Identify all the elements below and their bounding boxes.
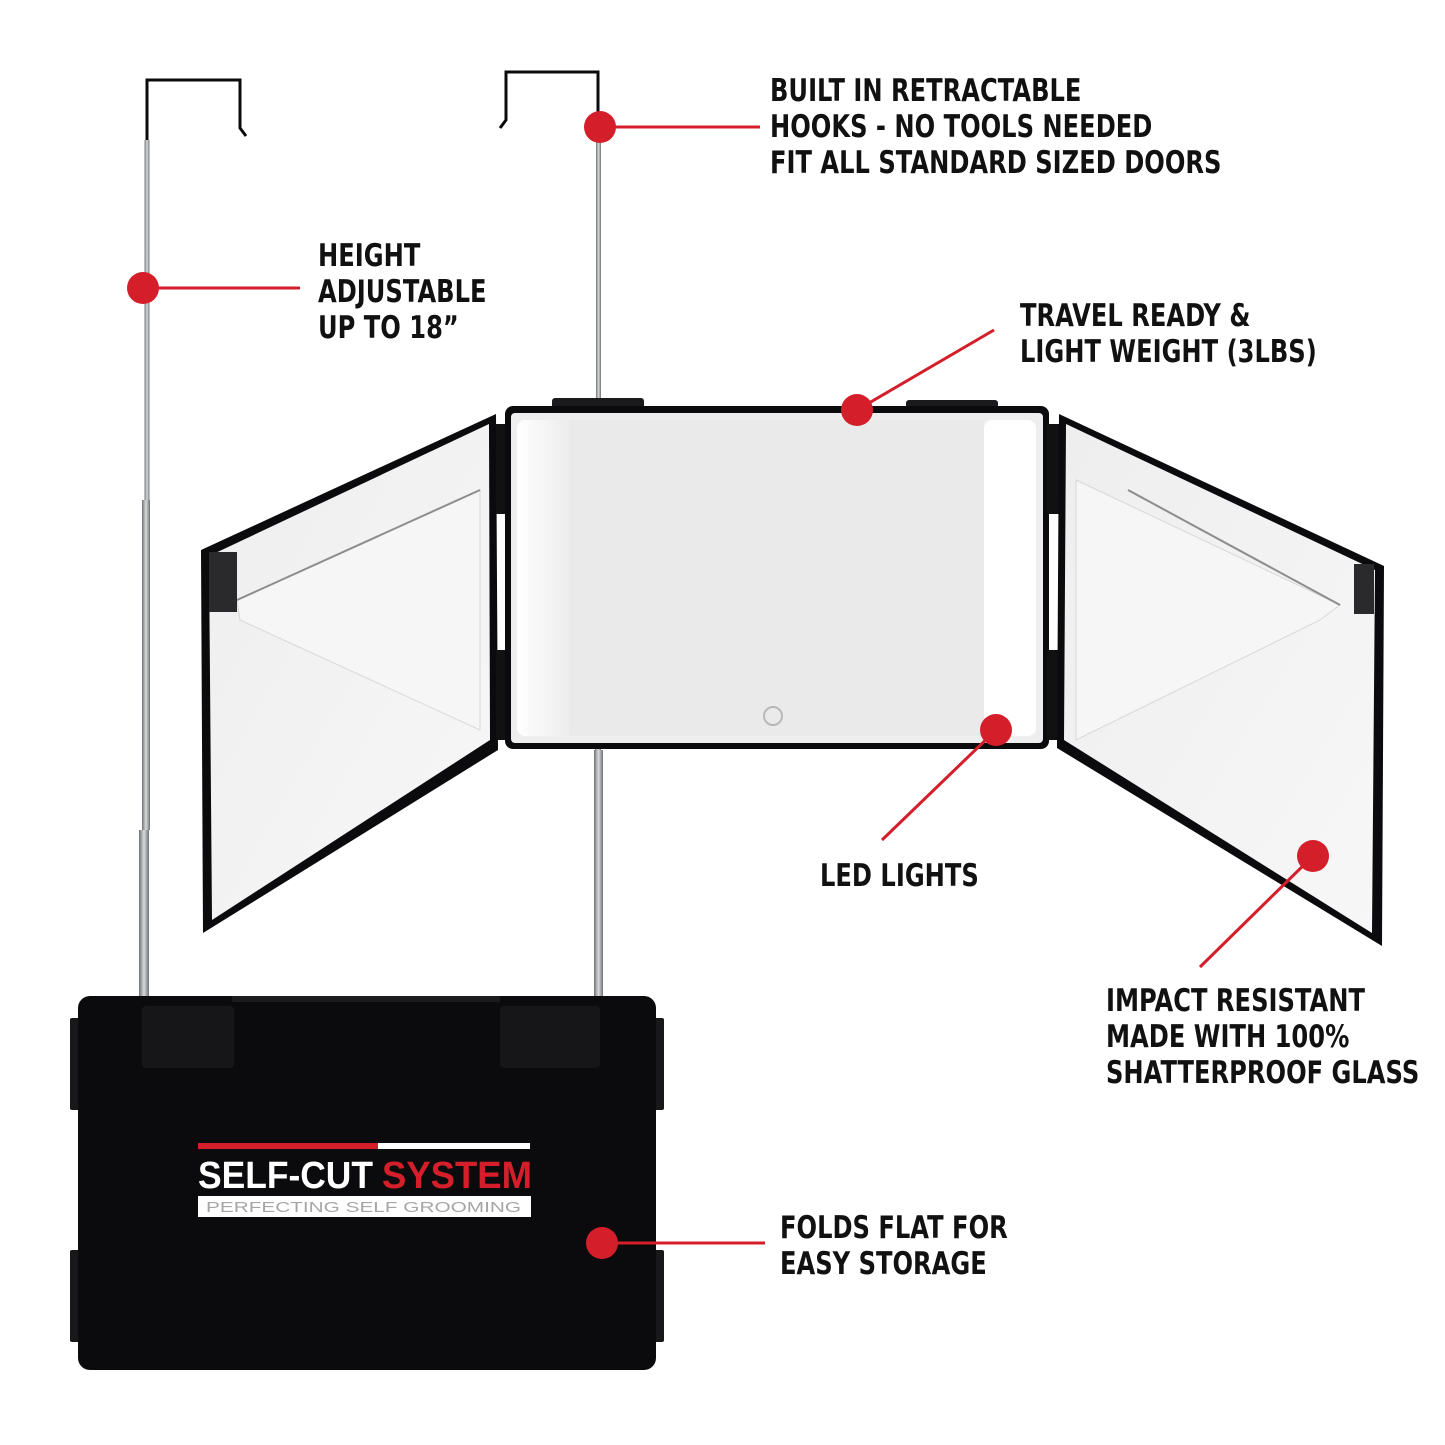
brand-name-part2: SYSTEM	[382, 1155, 532, 1197]
callout-line: UP TO 18”	[318, 310, 459, 346]
callout-leader-led	[880, 714, 1012, 842]
door-hook-right	[498, 70, 600, 140]
callout-line: BUILT IN RETRACTABLE	[770, 73, 1082, 109]
hinge-right	[1047, 424, 1059, 740]
callout-travel-ready: TRAVEL READY & LIGHT WEIGHT (3LBS)	[1020, 298, 1317, 370]
brand-logo: SELF-CUT SYSTEM PERFECTING SELF GROOMING	[198, 1143, 532, 1217]
center-led-mirror	[505, 406, 1049, 749]
callout-retractable-hooks: BUILT IN RETRACTABLE HOOKS - NO TOOLS NE…	[770, 73, 1221, 181]
callout-line: LED LIGHTS	[820, 858, 979, 894]
callout-line: ADJUSTABLE	[318, 274, 487, 310]
callout-impact-resistant: IMPACT RESISTANT MADE WITH 100% SHATTERP…	[1106, 983, 1419, 1091]
callout-line: SHATTERPROOF GLASS	[1106, 1055, 1420, 1091]
callout-line: MADE WITH 100%	[1106, 1019, 1350, 1055]
callout-height-adjustable: HEIGHT ADJUSTABLE UP TO 18”	[318, 238, 487, 346]
callout-line: IMPACT RESISTANT	[1106, 983, 1365, 1019]
power-touch-button	[763, 706, 783, 726]
callout-line: FIT ALL STANDARD SIZED DOORS	[770, 145, 1222, 181]
callout-line: FOLDS FLAT FOR	[780, 1210, 1008, 1246]
callout-leader-impact	[1198, 840, 1329, 969]
callout-leader-travel	[841, 328, 995, 426]
left-wing-mirror	[201, 414, 498, 933]
callout-leader-folds	[586, 1227, 765, 1259]
led-strip-right	[984, 420, 1036, 736]
brand-name-part1: SELF-CUT	[198, 1155, 373, 1197]
callout-folds-flat: FOLDS FLAT FOR EASY STORAGE	[780, 1210, 1008, 1282]
callout-line: LIGHT WEIGHT (3LBS)	[1020, 334, 1317, 370]
callout-led-lights: LED LIGHTS	[820, 858, 979, 894]
right-wing-mirror	[1057, 414, 1384, 946]
callout-leader-hooks	[584, 111, 760, 143]
door-hook-left	[145, 78, 248, 145]
led-strip-left	[517, 420, 569, 736]
callout-leader-height	[127, 272, 300, 304]
callout-line: EASY STORAGE	[780, 1246, 987, 1282]
brand-tagline: PERFECTING SELF GROOMING	[206, 1199, 521, 1216]
callout-line: HOOKS - NO TOOLS NEEDED	[770, 109, 1153, 145]
folded-storage-case	[70, 996, 664, 1370]
callout-line: HEIGHT	[318, 238, 421, 274]
callout-line: TRAVEL READY &	[1020, 298, 1251, 334]
